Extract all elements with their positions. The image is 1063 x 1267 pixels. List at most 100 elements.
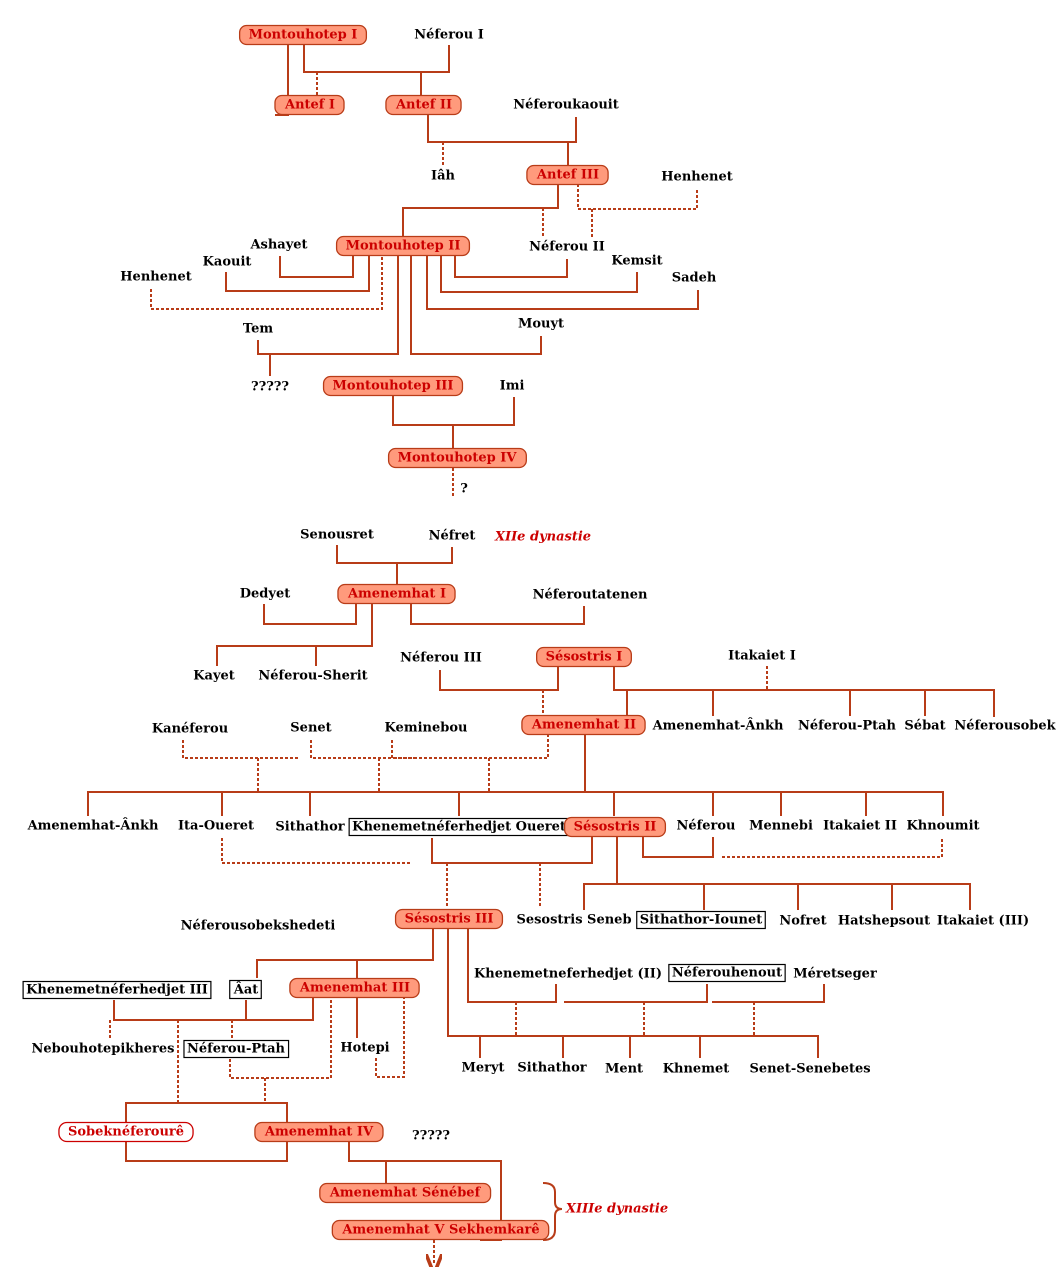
person-label: Sésostris II xyxy=(574,820,657,835)
person-a2: Amenemhat II xyxy=(521,714,646,736)
person-nef1: Néferou I xyxy=(414,28,484,43)
person-label: Imi xyxy=(500,379,525,394)
person-label: Senet xyxy=(290,721,331,736)
connector-line xyxy=(392,395,515,426)
person-label: Nebouhotepikheres xyxy=(32,1042,175,1057)
person-iah: Iâh xyxy=(431,169,456,184)
person-label: Sithathor xyxy=(275,820,344,835)
person-hotepi: Hotepi xyxy=(340,1041,389,1056)
person-khen2: Khenemetneferhedjet (II) xyxy=(474,967,662,982)
person-khenouret: Khenemetnéferhedjet Oueret xyxy=(348,817,570,837)
dashed-connector xyxy=(722,837,943,858)
person-label: Néferousobek xyxy=(954,719,1056,734)
person-label: Henhenet xyxy=(120,270,191,285)
king-cartouche xyxy=(331,1219,550,1241)
person-label: Sébat xyxy=(904,719,945,734)
person-senetseneb: Senet-Senebetes xyxy=(749,1062,870,1077)
person-q5a: ????? xyxy=(251,380,289,395)
person-s2: Sésostris II xyxy=(563,816,667,838)
connector-line xyxy=(125,1142,288,1162)
boxed-name-frame xyxy=(22,980,212,1000)
dashed-connector xyxy=(391,735,549,759)
person-nofret: Nofret xyxy=(779,914,826,929)
person-label: Kemsit xyxy=(611,254,662,269)
connector-line xyxy=(712,984,825,1003)
person-neferou: Néferou xyxy=(677,819,736,834)
boxed-name-frame xyxy=(668,963,786,983)
king-cartouche xyxy=(394,908,504,930)
person-nefkaouit: Néferoukaouit xyxy=(513,98,619,113)
person-nefptah2: Néferou-Ptah xyxy=(183,1039,290,1059)
person-keminebou: Keminebou xyxy=(385,721,468,736)
person-itaoueret: Ita-Oueret xyxy=(178,819,254,834)
connector-line xyxy=(336,545,453,564)
person-nefhenout: Néferouhenout xyxy=(668,963,786,983)
person-label: Néferousobekshedeti xyxy=(181,919,336,934)
boxed-name-frame xyxy=(229,979,262,1000)
person-label: Néferou III xyxy=(400,651,482,666)
person-label: Amenemhat-Ânkh xyxy=(27,818,159,834)
person-kayet: Kayet xyxy=(193,669,235,684)
dashed-connector xyxy=(150,256,383,310)
person-nef3: Néferou III xyxy=(400,651,482,666)
person-label: Hotepi xyxy=(340,1041,389,1056)
king-cartouche xyxy=(526,164,609,186)
king-cartouche xyxy=(335,235,471,257)
connector-line xyxy=(447,929,819,1058)
person-antef2: Antef II xyxy=(385,94,462,116)
boxed-name-frame xyxy=(636,910,766,930)
connector-line xyxy=(467,929,557,1003)
dynasty-label-d12: XIIe dynastie xyxy=(494,530,591,545)
king-cartouche xyxy=(322,375,464,397)
king-cartouche xyxy=(289,977,420,999)
person-label: Amenemhat IV xyxy=(264,1125,374,1140)
person-label: Ment xyxy=(605,1062,643,1077)
person-label: Tem xyxy=(243,322,273,337)
person-henhenet2: Henhenet xyxy=(120,270,191,285)
person-sithathor2: Sithathor xyxy=(517,1061,586,1076)
person-label: Néferoukaouit xyxy=(513,98,619,113)
person-label: Khenemetnéferhedjet III xyxy=(26,983,208,998)
person-nebhotep: Nebouhotepikheres xyxy=(32,1042,175,1057)
boxed-name-frame xyxy=(183,1039,290,1059)
person-label: Montouhotep I xyxy=(249,28,358,43)
person-label: Hatshepsout xyxy=(838,914,930,929)
person-label: Néferou xyxy=(677,819,736,834)
queen-cartouche xyxy=(58,1121,194,1143)
dashed-connector xyxy=(182,740,300,759)
connector-line xyxy=(583,883,971,910)
person-sobek: Sobeknéferourê xyxy=(58,1121,194,1143)
person-m3: Montouhotep III xyxy=(322,375,464,397)
person-label: Montouhotep III xyxy=(333,379,454,394)
person-label: Néferou-Sherit xyxy=(258,669,367,684)
person-meretseger: Méretseger xyxy=(793,967,877,982)
person-nefsobek: Néferousobek xyxy=(954,719,1056,734)
connector-line xyxy=(303,45,450,73)
person-s3: Sésostris III xyxy=(394,908,504,930)
person-label: Amenemhat Sénébef xyxy=(329,1186,482,1201)
connector-line xyxy=(613,667,995,717)
connector-line xyxy=(410,256,542,355)
person-itakaiet2: Itakaiet II xyxy=(823,819,897,834)
person-label: Khnoumit xyxy=(906,819,979,834)
connector-line xyxy=(564,984,708,1003)
person-label: ????? xyxy=(251,380,289,395)
person-label: Kaouit xyxy=(203,255,252,270)
person-m1: Montouhotep I xyxy=(238,24,368,46)
person-label: Montouhotep II xyxy=(346,239,461,254)
king-cartouche xyxy=(536,646,632,668)
person-label: Khenemetnéferhedjet Oueret xyxy=(352,820,566,835)
connector-line xyxy=(642,837,714,858)
connector-line xyxy=(440,256,638,293)
dynasty-bracket xyxy=(542,1182,563,1241)
person-m2: Montouhotep II xyxy=(335,235,471,257)
person-label: Néfret xyxy=(429,529,476,544)
person-label: Sobeknéferourê xyxy=(68,1125,184,1140)
person-senousret: Senousret xyxy=(300,528,374,543)
person-itakaiet1: Itakaiet I xyxy=(728,649,796,664)
person-label: Mennebi xyxy=(749,819,813,834)
dashed-connector xyxy=(229,998,332,1079)
person-label: Itakaiet (III) xyxy=(937,914,1029,929)
person-s1: Sésostris I xyxy=(536,646,632,668)
person-label: Antef I xyxy=(284,98,335,113)
